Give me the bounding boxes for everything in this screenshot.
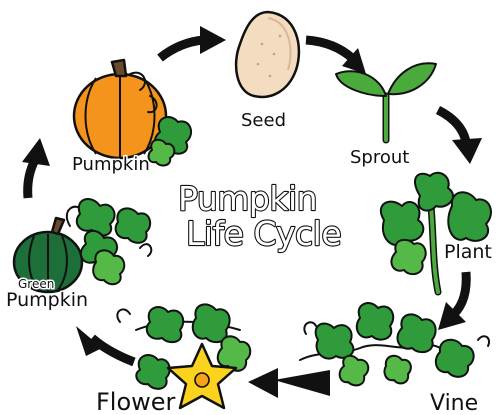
seed-illustration [236, 12, 299, 97]
label-pumpkin: Pumpkin [72, 154, 150, 175]
arrow-sprout-to-plant [438, 110, 482, 164]
stage-green-pumpkin: Green Pumpkin [6, 199, 151, 311]
arrow-flower-to-green-pumpkin [76, 326, 134, 362]
diagram-title: Pumpkin Life Cycle [178, 179, 341, 253]
label-plant: Plant [444, 241, 492, 263]
arrow-pumpkin-to-seed [160, 26, 226, 58]
label-green-pumpkin-line-2: Pumpkin [6, 289, 88, 311]
label-vine: Vine [430, 391, 478, 415]
label-flower: Flower [96, 388, 176, 415]
sprout-illustration [336, 63, 436, 140]
arrow-green-pumpkin-to-pumpkin [22, 138, 50, 198]
arrow-seed-to-sprout [306, 40, 366, 74]
plant-illustration [381, 173, 491, 292]
arrow-vine-to-flower [248, 368, 330, 398]
stage-pumpkin: Pumpkin [72, 60, 191, 175]
pumpkin-illustration [74, 60, 191, 165]
title-line-1: Pumpkin [178, 179, 317, 218]
stage-plant: Plant [381, 173, 492, 292]
label-sprout: Sprout [350, 147, 409, 168]
label-seed: Seed [241, 110, 286, 131]
title-line-2: Life Cycle [186, 214, 341, 253]
stage-sprout: Sprout [336, 63, 436, 168]
arrow-plant-to-vine [438, 272, 466, 330]
stage-seed: Seed [236, 12, 299, 131]
